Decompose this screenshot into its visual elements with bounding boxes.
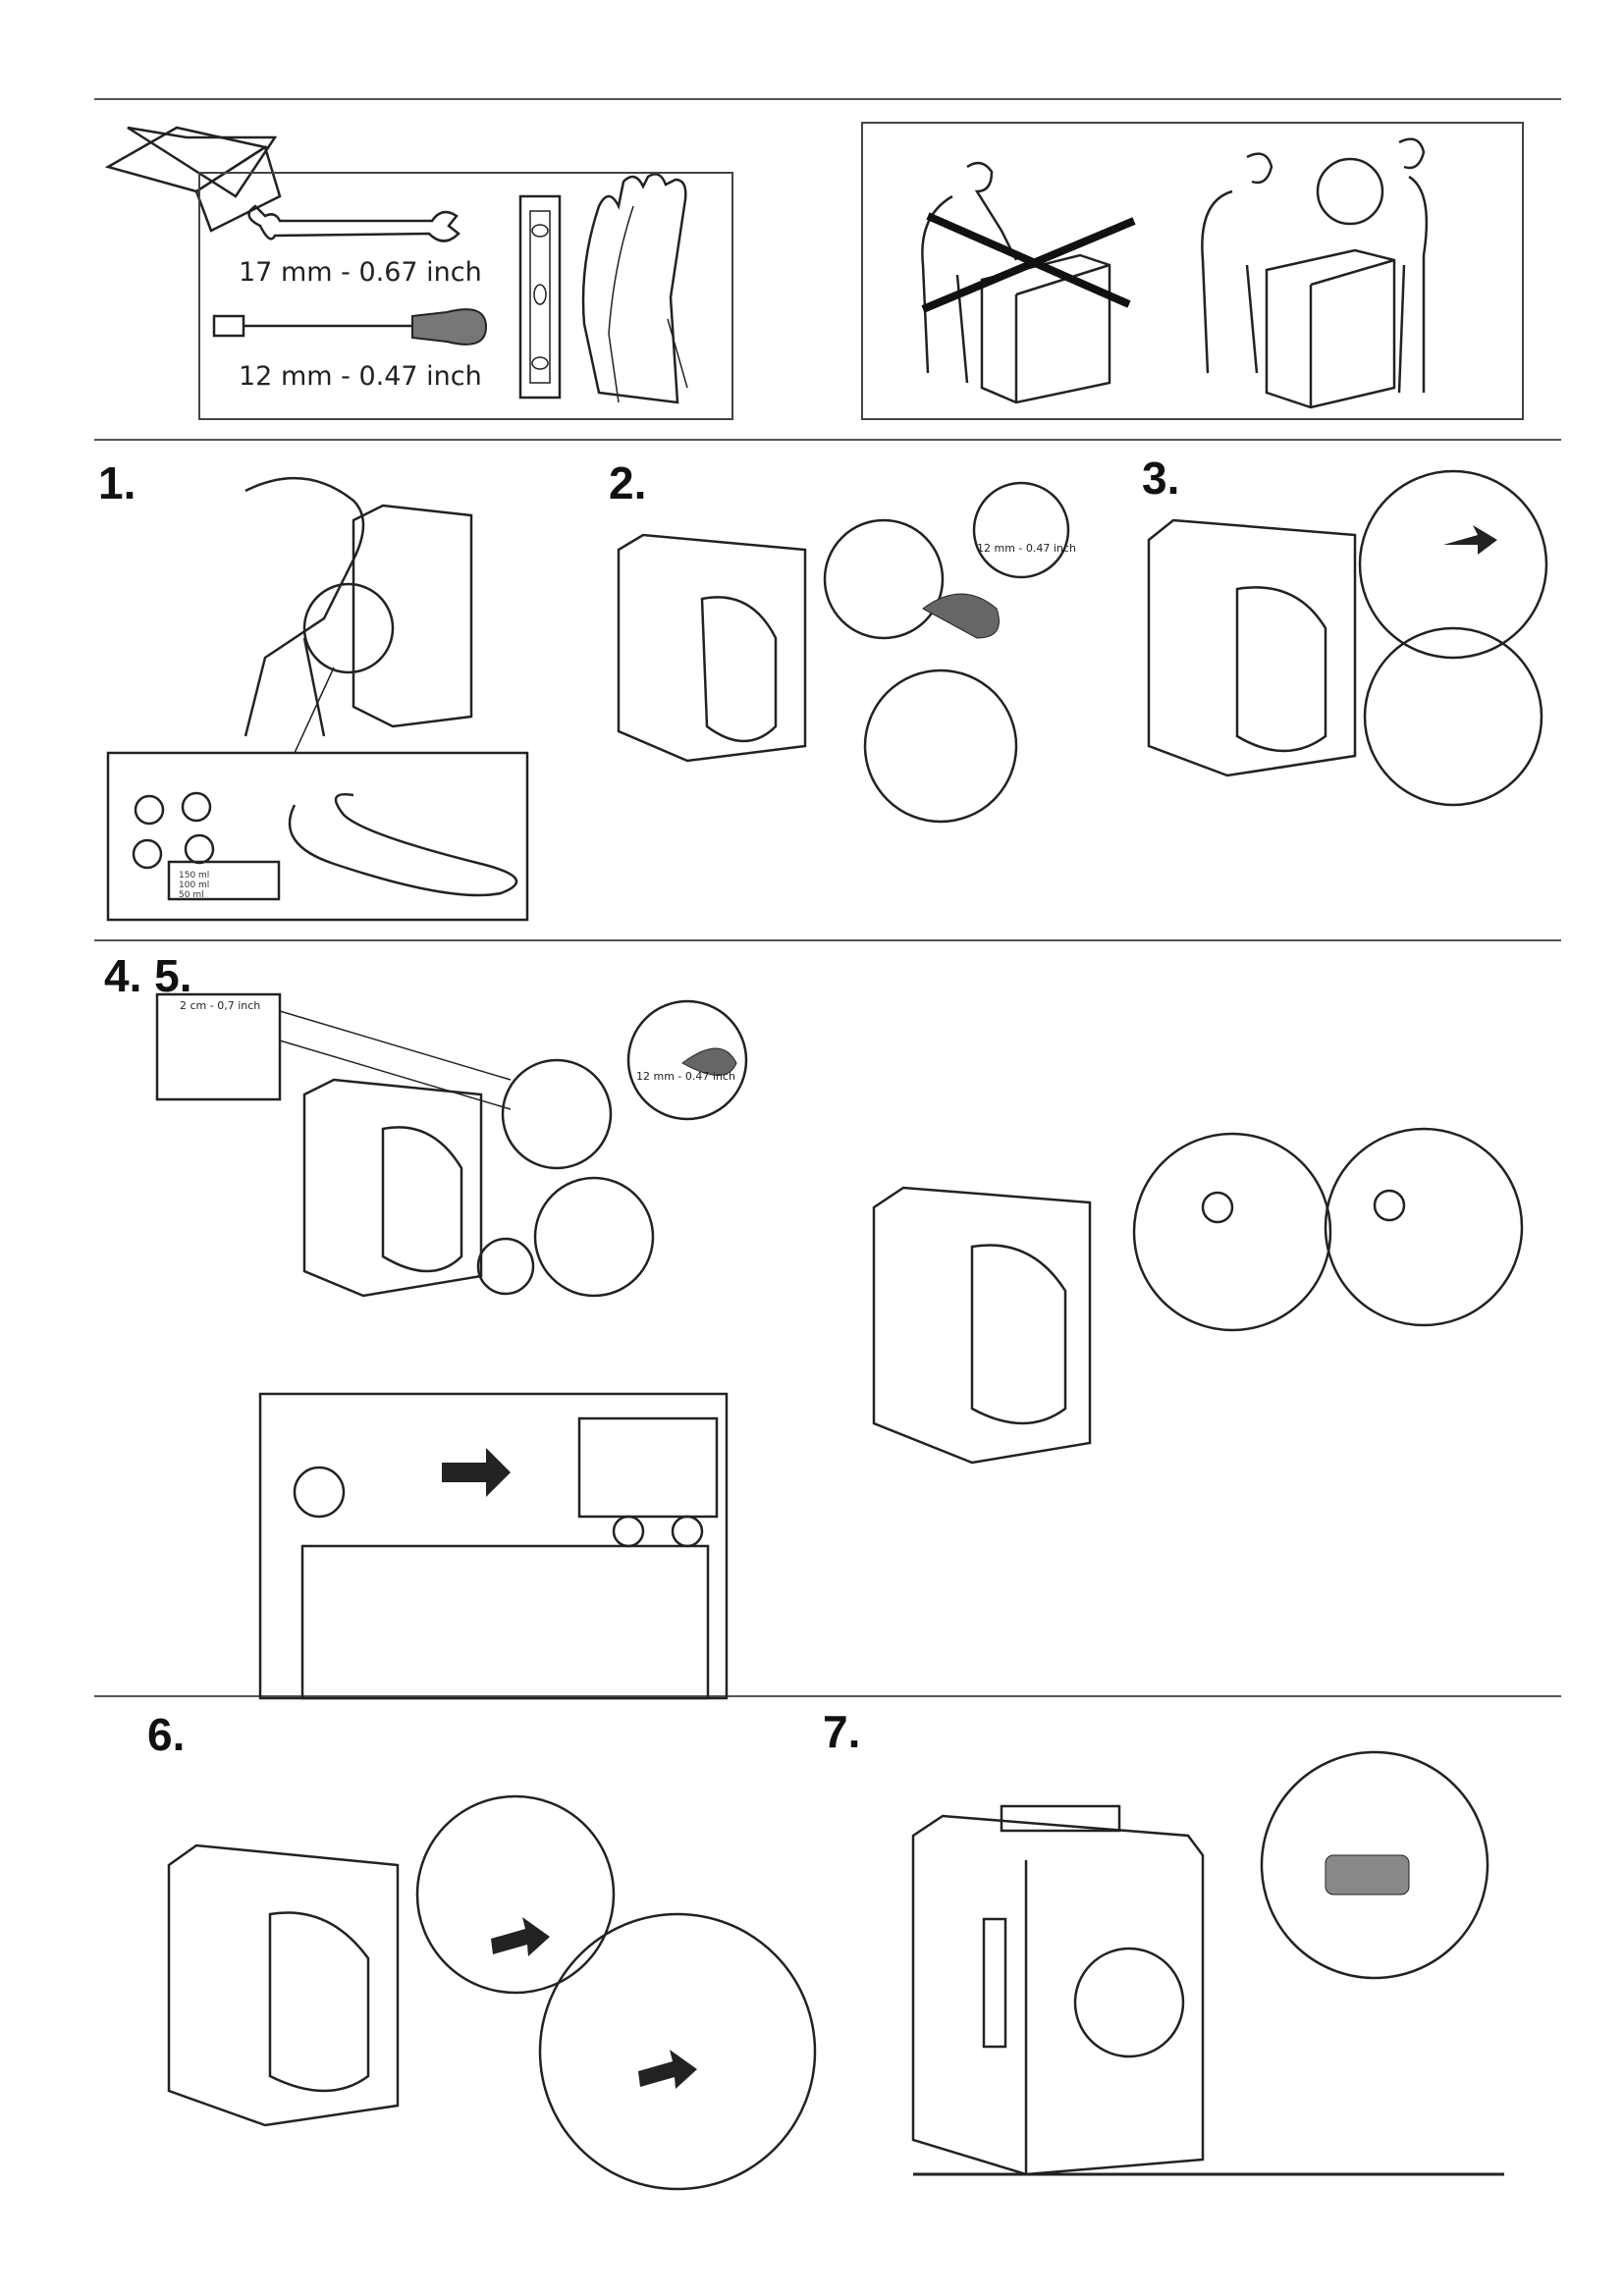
step-number-4-5: 4. 5. xyxy=(104,950,192,1001)
step45-socket-label: 12 mm - 0.47 inch xyxy=(636,1070,735,1083)
step3-illustration xyxy=(1147,469,1548,807)
kit-measure: 100 ml xyxy=(179,881,210,890)
step7-illustration xyxy=(911,1750,1504,2176)
kit-measure: 150 ml xyxy=(179,871,210,881)
step45-transport-box xyxy=(258,1392,729,1700)
incorrect-lifting-illustration xyxy=(921,161,1136,404)
step-number-2: 2. xyxy=(609,457,647,508)
spirit-level-icon xyxy=(518,194,562,400)
step45-illustration xyxy=(155,992,748,1298)
divider xyxy=(94,439,1561,441)
step-number-3: 3. xyxy=(1142,453,1180,504)
step5-illustration xyxy=(872,1127,1524,1465)
step1-illustration xyxy=(106,476,529,922)
socket-screwdriver-icon xyxy=(212,308,488,346)
divider xyxy=(94,98,1561,100)
handling-box xyxy=(861,122,1524,420)
correct-lifting-illustration xyxy=(1201,137,1429,409)
step2-socket-label: 12 mm - 0.47 inch xyxy=(977,542,1076,555)
wrench-size-label: 17 mm - 0.67 inch xyxy=(239,257,482,288)
step-number-1: 1. xyxy=(98,457,136,508)
tools-box xyxy=(198,172,733,420)
step6-illustration xyxy=(167,1794,817,2191)
gloves-icon xyxy=(581,173,688,404)
distance-label: 2 cm - 0,7 inch xyxy=(180,999,261,1012)
step2-illustration xyxy=(617,481,1070,824)
step-number-6: 6. xyxy=(147,1709,186,1760)
kit-measure: 50 ml xyxy=(179,890,204,900)
divider xyxy=(94,1695,1561,1697)
wrench-icon xyxy=(247,204,460,242)
socket-size-label: 12 mm - 0.47 inch xyxy=(239,361,482,392)
step-number-7: 7. xyxy=(823,1706,861,1757)
divider xyxy=(94,939,1561,941)
